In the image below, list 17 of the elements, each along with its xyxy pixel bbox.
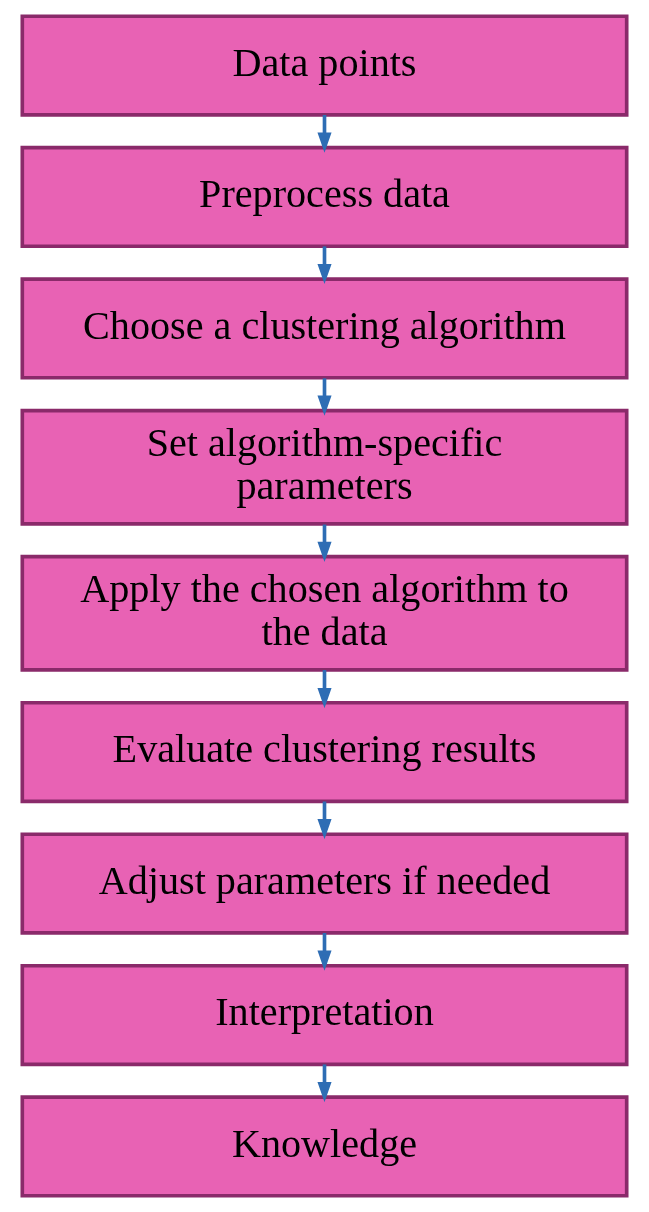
node-box: Adjust parameters if needed [20,832,629,935]
node-box: Set algorithm-specific parameters [20,408,629,526]
arrow [317,932,332,971]
node-box: Evaluate clustering results [20,700,629,804]
arrow [317,524,332,562]
arrow [317,670,332,709]
node-box: Knowledge [20,1095,629,1198]
arrow [317,378,332,416]
arrow [317,114,332,153]
node-box: Apply the chosen algorithm to the data [20,554,629,672]
node-box: Choose a clustering algorithm [20,277,629,380]
node-box: Preprocess data [20,145,629,249]
node-box: Interpretation [20,963,629,1067]
arrow [317,1064,332,1103]
arrow [317,801,332,840]
arrow [317,246,332,285]
node-box: Data points [20,14,629,117]
